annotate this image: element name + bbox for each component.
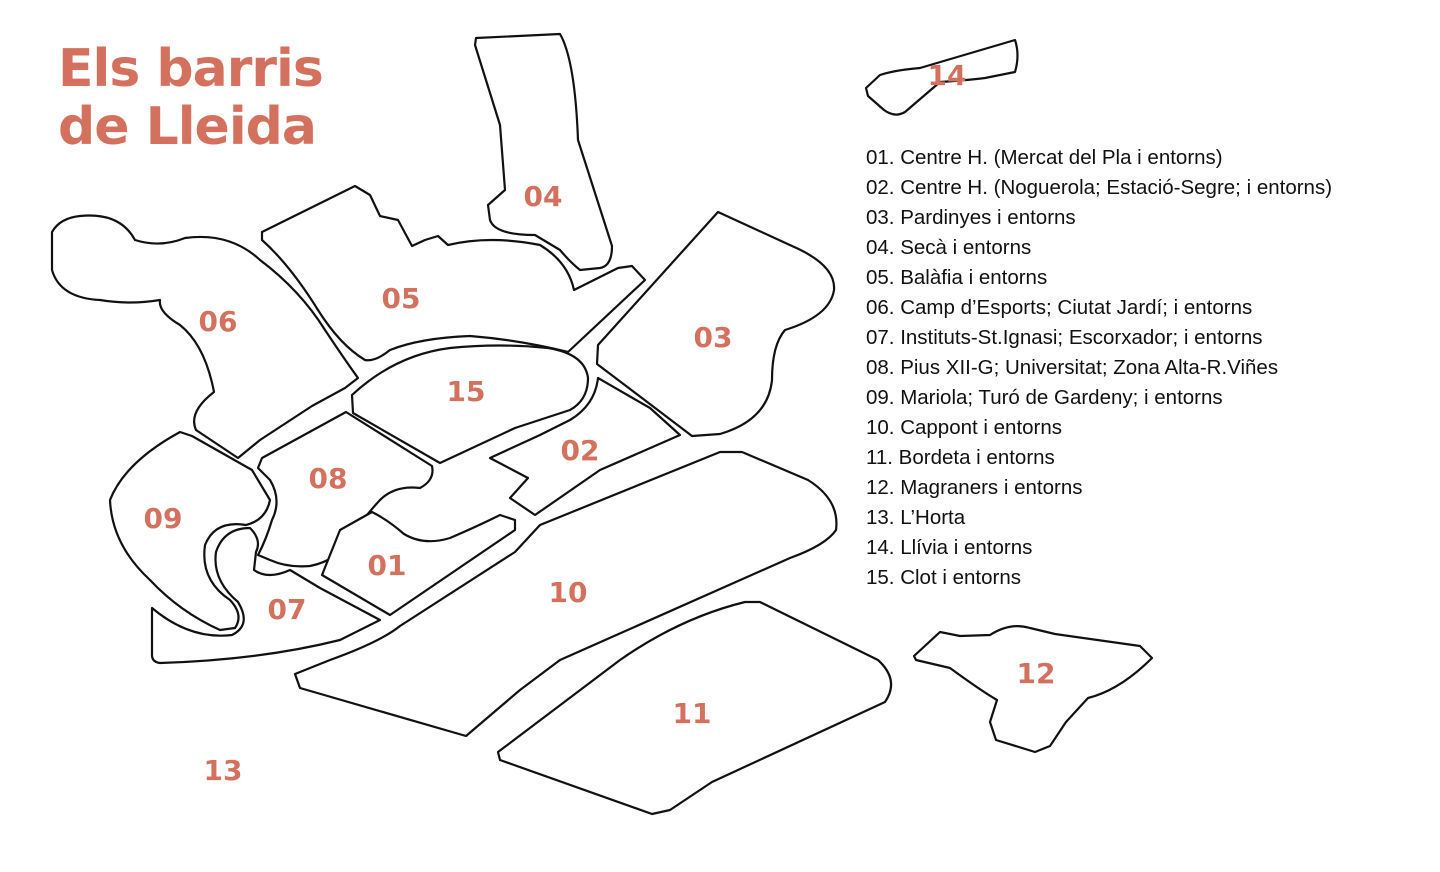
legend-item-09: 09. Mariola; Turó de Gardeny; i entorns: [866, 386, 1223, 409]
legend-item-15: 15. Clot i entorns: [866, 566, 1021, 589]
map-title: Els barris de Lleida: [58, 39, 324, 157]
district-legend: 01. Centre H. (Mercat del Pla i entorns)…: [866, 143, 1332, 593]
district-label-08: 08: [309, 462, 348, 495]
district-10-shape[interactable]: [293, 450, 838, 738]
district-01-shape[interactable]: [320, 510, 517, 617]
district-11-shape[interactable]: [496, 600, 893, 816]
district-label-02: 02: [561, 434, 600, 467]
legend-item-01: 01. Centre H. (Mercat del Pla i entorns): [866, 146, 1223, 169]
legend-item-06: 06. Camp d’Esports; Ciutat Jardí; i ento…: [866, 296, 1253, 319]
map-title-line-1: Els barris: [58, 39, 324, 99]
district-label-04: 04: [524, 180, 563, 213]
district-label-15: 15: [447, 375, 486, 408]
legend-item-08: 08. Pius XII-G; Universitat; Zona Alta-R…: [866, 356, 1279, 379]
legend-item-02: 02. Centre H. (Noguerola; Estació-Segre;…: [866, 176, 1333, 199]
legend-item-05: 05. Balàfia i entorns: [866, 266, 1048, 289]
district-label-11: 11: [673, 697, 712, 730]
legend-item-14: 14. Llívia i entorns: [866, 536, 1033, 559]
district-label-10: 10: [549, 576, 588, 609]
district-05-shape[interactable]: [260, 184, 647, 362]
district-03-shape[interactable]: [595, 210, 836, 438]
district-label-05: 05: [382, 282, 421, 315]
legend-item-13: 13. L’Horta: [866, 506, 966, 529]
district-14-shape[interactable]: [864, 38, 1019, 116]
district-label-13: 13: [204, 754, 243, 787]
district-02-shape[interactable]: [488, 376, 682, 517]
district-label-09: 09: [144, 502, 183, 535]
district-15-shape[interactable]: [350, 344, 590, 465]
legend-item-10: 10. Cappont i entorns: [866, 416, 1063, 439]
district-06-shape[interactable]: [50, 214, 360, 460]
district-12-shape[interactable]: [912, 625, 1154, 754]
district-07-shape[interactable]: [150, 526, 382, 665]
district-label-03: 03: [694, 321, 733, 354]
district-label-06: 06: [199, 305, 238, 338]
legend-item-07: 07. Instituts-St.Ignasi; Escorxador; i e…: [866, 326, 1263, 349]
legend-item-03: 03. Pardinyes i entorns: [866, 206, 1076, 229]
legend-item-12: 12. Magraners i entorns: [866, 476, 1083, 499]
district-label-07: 07: [268, 593, 307, 626]
legend-item-11: 11. Bordeta i entorns: [866, 446, 1055, 469]
district-label-01: 01: [368, 549, 407, 582]
district-09-shape[interactable]: [108, 430, 272, 632]
legend-item-04: 04. Secà i entorns: [866, 236, 1032, 259]
district-label-14: 14: [928, 59, 967, 92]
map-title-line-2: de Lleida: [58, 97, 317, 157]
district-04-shape[interactable]: [473, 32, 614, 272]
district-label-12: 12: [1017, 657, 1056, 690]
